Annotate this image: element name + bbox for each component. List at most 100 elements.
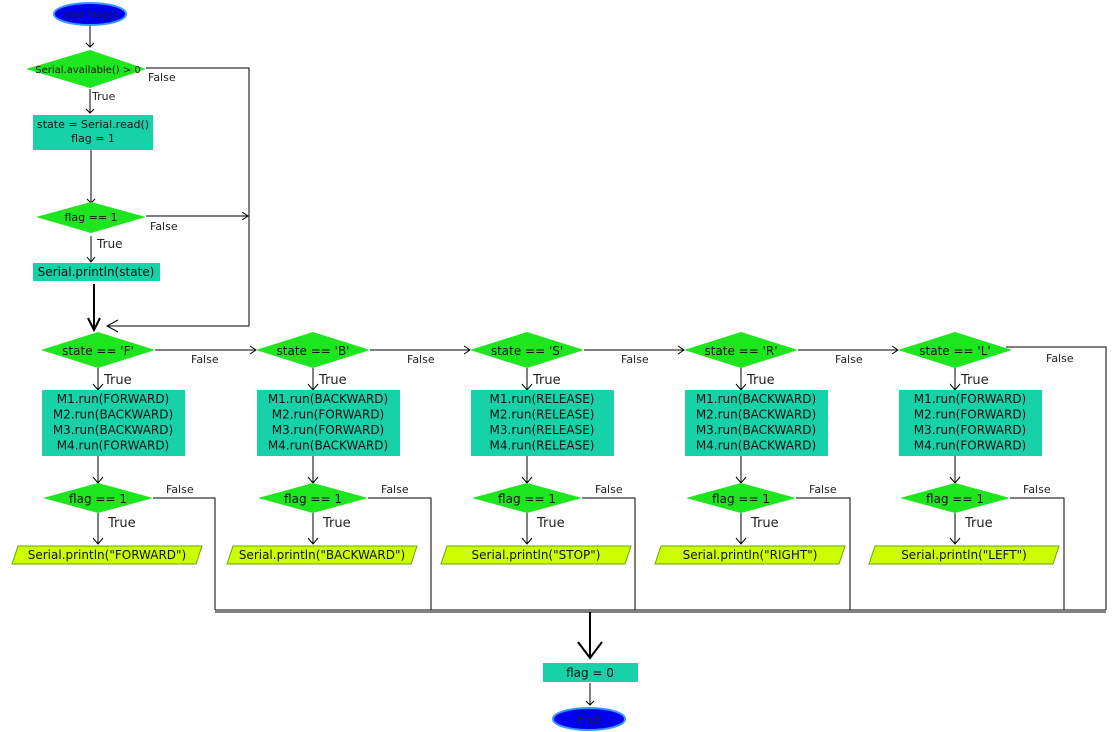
- serial-available-true-label: True: [91, 90, 116, 103]
- serial-available-false-label: False: [148, 71, 176, 84]
- flag-true-label: True: [322, 516, 351, 531]
- flag-label: flag == 1: [712, 492, 770, 506]
- print-label: Serial.println("LEFT"): [901, 548, 1027, 562]
- print-parallelogram: [11, 545, 203, 565]
- condition-label: state == 'L': [919, 344, 990, 358]
- commands-box: [685, 390, 828, 456]
- print-state-process: Serial.println(state): [33, 263, 160, 281]
- commands-box: [899, 390, 1042, 456]
- branch-5: state == 'L'FalseTrueM1.run(FORWARD)M2.r…: [868, 332, 1107, 610]
- print-label: Serial.println("STOP"): [472, 548, 601, 562]
- flag-true-label: True: [107, 516, 136, 531]
- command-line: M3.run(FORWARD): [272, 423, 385, 437]
- command-line: M4.run(FORWARD): [914, 439, 1027, 453]
- flag-false-label: False: [1023, 483, 1051, 496]
- command-line: M4.run(FORWARD): [57, 439, 170, 453]
- command-line: M3.run(RELEASE): [490, 423, 595, 437]
- start-label: void loop(): [63, 10, 117, 21]
- read-state-box: [33, 115, 153, 150]
- read-state-line2: flag = 1: [71, 132, 115, 145]
- condition-true-label: True: [532, 373, 561, 388]
- end-terminal: End: [552, 707, 626, 731]
- commands-box: [42, 390, 185, 456]
- condition-label: state == 'B': [277, 344, 350, 358]
- condition-true-label: True: [318, 373, 347, 388]
- branch-3: state == 'S'FalseTrueM1.run(RELEASE)M2.r…: [440, 332, 685, 610]
- condition-true-label: True: [960, 373, 989, 388]
- print-label: Serial.println("RIGHT"): [683, 548, 818, 562]
- commands-box: [257, 390, 400, 456]
- reset-flag-box: [543, 663, 638, 682]
- flag-label: flag == 1: [498, 492, 556, 506]
- condition-false-label: False: [835, 353, 863, 366]
- branch-1: state == 'F'FalseTrueM1.run(FORWARD)M2.r…: [11, 332, 257, 610]
- thick-arrow-main: [87, 284, 101, 333]
- serial-available-diamond: [26, 50, 146, 88]
- command-line: M1.run(BACKWARD): [268, 392, 388, 406]
- command-line: M4.run(BACKWARD): [268, 439, 388, 453]
- command-line: M2.run(BACKWARD): [696, 408, 816, 422]
- print-label: Serial.println("BACKWARD"): [239, 548, 405, 562]
- print-parallelogram: [440, 545, 632, 565]
- command-line: M4.run(BACKWARD): [696, 439, 816, 453]
- print-parallelogram: [868, 545, 1060, 565]
- condition-label: state == 'F': [62, 344, 134, 358]
- print-label: Serial.println("FORWARD"): [28, 548, 187, 562]
- flag-diamond: [258, 483, 368, 513]
- command-line: M2.run(FORWARD): [914, 408, 1027, 422]
- condition-label: state == 'R': [704, 344, 777, 358]
- flag-false-label: False: [381, 483, 409, 496]
- connectors-top: [85, 26, 250, 333]
- condition-diamond: [41, 332, 155, 368]
- condition-label: state == 'S': [491, 344, 563, 358]
- print-state-box: [33, 263, 160, 281]
- print-state-label: Serial.println(state): [38, 265, 155, 279]
- serial-available-decision: Serial.available() > 0 False True: [26, 50, 176, 103]
- flag-diamond: [43, 483, 153, 513]
- branch-2: state == 'B'FalseTrueM1.run(BACKWARD)M2.…: [226, 332, 471, 610]
- flag-check-diamond: [36, 202, 146, 233]
- flag-false-label: False: [595, 483, 623, 496]
- condition-false-label: False: [1046, 352, 1074, 365]
- condition-true-label: True: [746, 373, 775, 388]
- command-line: M3.run(BACKWARD): [696, 423, 816, 437]
- end-label: End: [578, 713, 601, 727]
- reset-flag-process: flag = 0: [543, 663, 638, 682]
- command-line: M2.run(RELEASE): [490, 408, 595, 422]
- thick-arrow-merge: [577, 612, 603, 660]
- flag-check-true-label: True: [96, 237, 123, 251]
- end-ellipse: [552, 707, 626, 731]
- condition-diamond: [256, 332, 370, 368]
- flag-true-label: True: [964, 516, 993, 531]
- command-line: M3.run(FORWARD): [914, 423, 1027, 437]
- flag-diamond: [900, 483, 1010, 513]
- command-line: M1.run(BACKWARD): [696, 392, 816, 406]
- condition-false-label: False: [621, 353, 649, 366]
- flag-label: flag == 1: [926, 492, 984, 506]
- reset-flag-label: flag = 0: [566, 666, 614, 680]
- command-line: M1.run(FORWARD): [914, 392, 1027, 406]
- condition-diamond: [898, 332, 1012, 368]
- read-state-process: state = Serial.read() flag = 1: [33, 115, 153, 150]
- print-parallelogram: [654, 545, 846, 565]
- flag-diamond: [472, 483, 582, 513]
- flag-check-decision: flag == 1 False True: [36, 202, 178, 251]
- flag-diamond: [686, 483, 796, 513]
- command-line: M2.run(FORWARD): [272, 408, 385, 422]
- flag-false-label: False: [166, 483, 194, 496]
- condition-false-label: False: [407, 353, 435, 366]
- command-line: M1.run(RELEASE): [490, 392, 595, 406]
- print-parallelogram: [226, 545, 418, 565]
- branch-columns: state == 'F'FalseTrueM1.run(FORWARD)M2.r…: [11, 332, 1107, 610]
- connectors-bottom: [215, 609, 1106, 706]
- condition-true-label: True: [103, 373, 132, 388]
- serial-available-label: Serial.available() > 0: [35, 65, 141, 76]
- condition-diamond: [470, 332, 584, 368]
- command-line: M4.run(RELEASE): [490, 439, 595, 453]
- flag-false-label: False: [809, 483, 837, 496]
- flag-check-label: flag == 1: [64, 211, 117, 224]
- commands-box: [471, 390, 614, 456]
- command-line: M1.run(FORWARD): [57, 392, 170, 406]
- flag-true-label: True: [750, 516, 779, 531]
